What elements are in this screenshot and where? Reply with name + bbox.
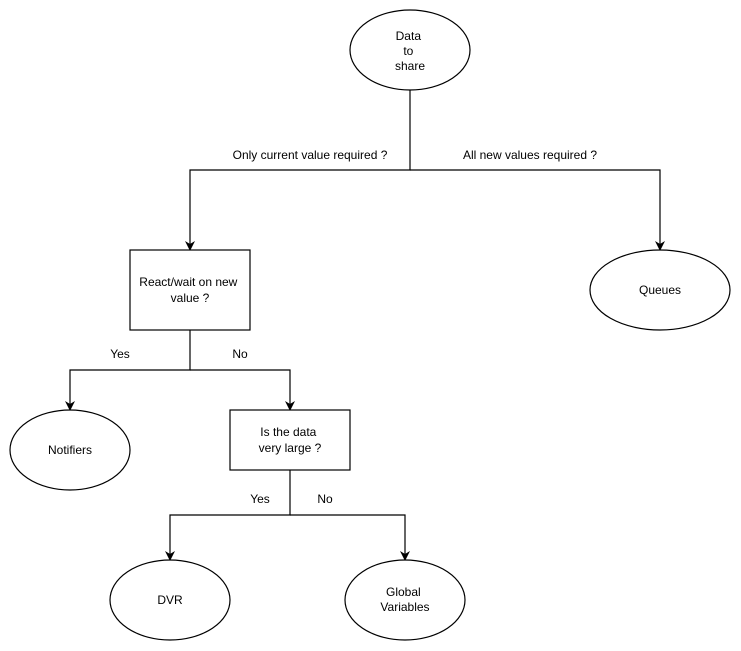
- node-dvr: DVR: [109, 559, 231, 641]
- node-data-large-line-1: Is the data: [260, 425, 316, 439]
- connectors: [65, 90, 665, 561]
- edge-label-react-no: No: [232, 347, 248, 361]
- node-data-to-share-line-2: to: [403, 44, 413, 58]
- svg-text:Global Variables: Global Variables: [380, 585, 429, 614]
- node-global-variables-line-2: Variables: [380, 600, 429, 614]
- node-queues-label: Queues: [639, 283, 681, 297]
- node-data-large: Is the data very large ?: [229, 409, 351, 471]
- connector-large-to-global: [290, 514, 410, 561]
- node-react-wait-line-1: React/wait on new: [139, 275, 237, 289]
- edge-label-large-yes: Yes: [250, 492, 270, 506]
- edge-label-large-no: No: [317, 492, 333, 506]
- node-dvr-label: DVR: [157, 593, 183, 607]
- node-data-to-share-line-3: share: [395, 59, 425, 73]
- connector-root-to-react: [185, 90, 411, 251]
- connector-root-to-queues: [410, 169, 665, 251]
- node-notifiers: Notifiers: [9, 409, 131, 491]
- node-react-wait-line-2: value ?: [171, 291, 210, 305]
- connector-react-to-notifiers: [65, 330, 191, 411]
- svg-text:Data to share: Data to share: [395, 29, 425, 73]
- node-queues: Queues: [589, 249, 731, 331]
- edge-label-only-current: Only current value required ?: [233, 148, 388, 162]
- connector-large-to-dvr: [165, 470, 291, 561]
- node-data-to-share-shape: [349, 9, 471, 91]
- node-global-variables: Global Variables: [344, 559, 466, 641]
- svg-text:Is the data very large ?: Is the data very large ?: [259, 425, 322, 455]
- node-react-wait: React/wait on new value ?: [129, 249, 251, 331]
- connector-react-to-large: [190, 369, 295, 411]
- edge-label-all-new: All new values required ?: [463, 148, 597, 162]
- node-notifiers-shape: [9, 409, 131, 491]
- node-data-to-share-line-1: Data: [396, 29, 422, 43]
- svg-text:React/wait on new value: React/wait on new value ?: [139, 275, 240, 305]
- node-react-wait-shape: [129, 249, 251, 331]
- node-global-variables-line-1: Global: [386, 585, 421, 599]
- node-queues-shape: [589, 249, 731, 331]
- node-data-large-shape: [229, 409, 351, 471]
- node-data-to-share: Data to share: [349, 9, 471, 91]
- node-data-large-line-2: very large ?: [259, 441, 322, 455]
- edge-label-react-yes: Yes: [110, 347, 130, 361]
- node-dvr-shape: [109, 559, 231, 641]
- node-global-variables-shape: [344, 559, 466, 641]
- node-notifiers-label: Notifiers: [48, 443, 92, 457]
